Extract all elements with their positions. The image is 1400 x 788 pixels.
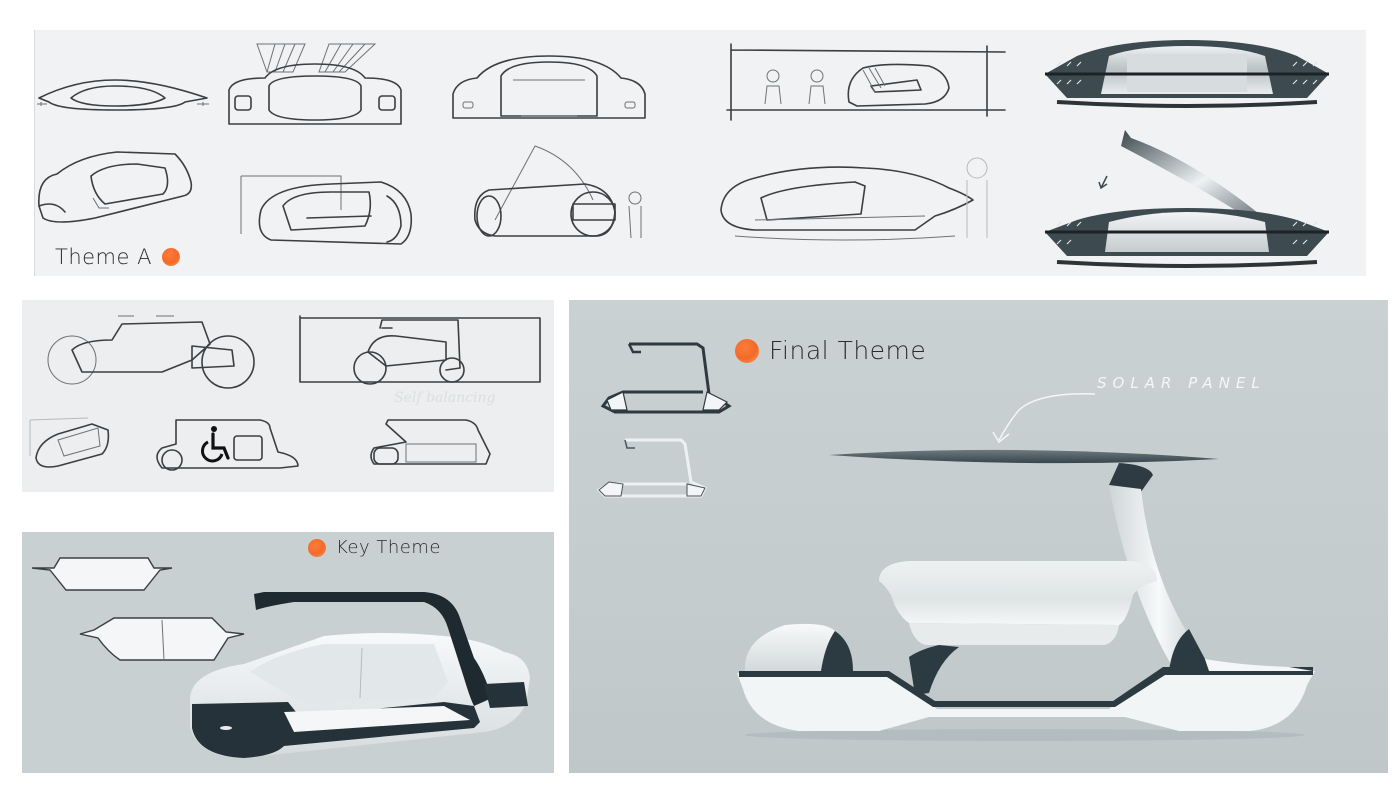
sketch-rendered-front-view-canopy-open bbox=[1045, 130, 1329, 268]
sketch-variations-panel: Self balancing bbox=[22, 300, 554, 492]
sketch-perspective-rounded-pod bbox=[240, 175, 413, 245]
key-theme-label: Key Theme bbox=[308, 537, 441, 558]
sketch-small-perspective-pod bbox=[29, 417, 110, 468]
sketch-side-view-pod-large-wheels bbox=[47, 315, 255, 389]
sketch-perspective-capsule-with-person bbox=[720, 157, 988, 241]
orange-dot-icon bbox=[735, 338, 759, 363]
sketch-rendered-front-view-dark bbox=[1045, 40, 1329, 108]
arrow-icon bbox=[992, 393, 1096, 444]
self-balancing-note: Self balancing bbox=[394, 390, 496, 406]
sketch-seat-perspective-view bbox=[79, 617, 245, 661]
sketch-rendered-arch-pod bbox=[189, 592, 530, 758]
key-theme-panel: Key Theme bbox=[22, 532, 554, 773]
orange-dot-icon bbox=[308, 538, 326, 557]
sketch-side-view-accessible-pod bbox=[156, 419, 299, 471]
orange-dot-icon bbox=[161, 248, 180, 266]
sketch-flat-front-view bbox=[37, 79, 209, 111]
sketch-side-view-with-people bbox=[726, 43, 1006, 121]
final-theme-panel: Final Theme SOLAR PANEL bbox=[569, 300, 1388, 773]
sketch-rendered-final-pod bbox=[737, 449, 1315, 741]
sketch-perspective-gullwing-door bbox=[473, 145, 642, 239]
solar-panel-annotation: SOLAR PANEL bbox=[1097, 374, 1266, 392]
sketch-side-view-arch-pod bbox=[370, 419, 491, 465]
key-theme-title: Key Theme bbox=[336, 537, 441, 558]
sketch-seat-front-view bbox=[31, 557, 173, 591]
wheelchair-icon bbox=[200, 426, 230, 463]
theme-a-label: Theme A bbox=[55, 245, 180, 269]
sketch-side-view-outline-light bbox=[596, 438, 708, 498]
theme-a-panel: Theme A bbox=[34, 30, 1366, 276]
final-theme-label: Final Theme bbox=[735, 336, 926, 365]
sketch-front-view-butterfly-doors bbox=[228, 43, 402, 125]
sketch-framed-side-view-arch bbox=[299, 315, 541, 385]
theme-a-title: Theme A bbox=[55, 245, 152, 269]
final-theme-title: Final Theme bbox=[769, 336, 927, 365]
sketch-side-view-outline-dark bbox=[600, 342, 732, 414]
sketch-front-view-open-cabin bbox=[452, 55, 646, 119]
sketch-perspective-open-cabin bbox=[38, 151, 193, 223]
